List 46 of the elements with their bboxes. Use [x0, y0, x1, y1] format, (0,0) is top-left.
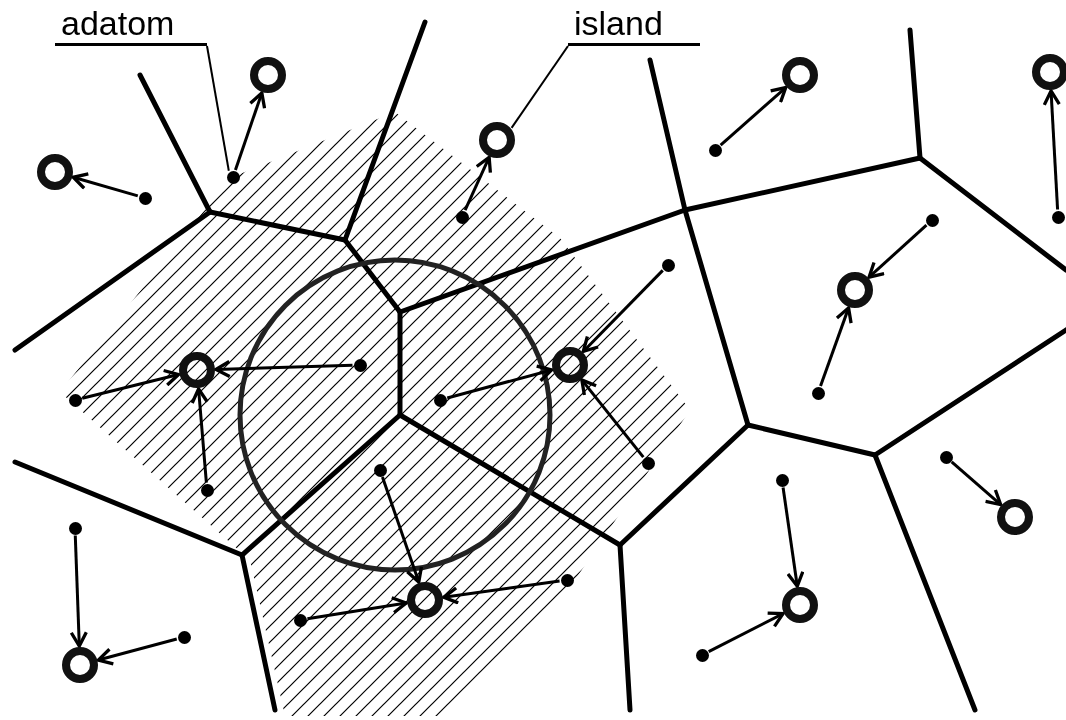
arrow — [381, 476, 424, 584]
arrow — [71, 172, 139, 198]
arrow — [463, 155, 493, 211]
arrow — [708, 611, 785, 653]
island-ring — [407, 582, 443, 618]
arrow — [867, 223, 928, 279]
arrow — [781, 487, 805, 588]
island-ring — [552, 347, 588, 383]
arrow — [580, 378, 645, 459]
adatom-dot — [939, 450, 953, 464]
island-ring — [1032, 54, 1066, 90]
island-ring — [479, 122, 515, 158]
island-ring — [179, 352, 215, 388]
term-label: adatom — [55, 6, 207, 46]
island-ring — [250, 57, 286, 93]
island-ring — [37, 154, 73, 190]
adatom-dot — [226, 170, 240, 184]
arrow — [819, 306, 853, 387]
island-ring — [782, 587, 818, 623]
adatom-dot — [177, 630, 191, 644]
adatom-dot — [811, 386, 825, 400]
leader-line — [510, 45, 569, 129]
adatom-dot — [925, 213, 939, 227]
arrow — [719, 85, 788, 147]
adatom-dot — [661, 258, 675, 272]
arrow — [69, 535, 88, 648]
adatom-dot — [68, 521, 82, 535]
adatom-dot — [708, 143, 722, 157]
arrow — [190, 387, 209, 483]
island-ring — [837, 272, 873, 308]
arrow — [234, 91, 267, 171]
adatom-dot — [695, 648, 709, 662]
arrow — [581, 269, 664, 354]
arrow — [950, 460, 1003, 507]
adatom-dot — [1051, 210, 1065, 224]
arrow — [81, 368, 181, 400]
arrow — [442, 579, 560, 605]
island-ring — [62, 647, 98, 683]
term-label: island — [568, 6, 700, 46]
leader-line — [206, 45, 230, 172]
island-ring — [782, 57, 818, 93]
arrow — [1042, 89, 1061, 210]
adatom-dot — [775, 473, 789, 487]
island-ring — [997, 499, 1033, 535]
adatom-dot — [138, 191, 152, 205]
arrow — [96, 637, 178, 666]
